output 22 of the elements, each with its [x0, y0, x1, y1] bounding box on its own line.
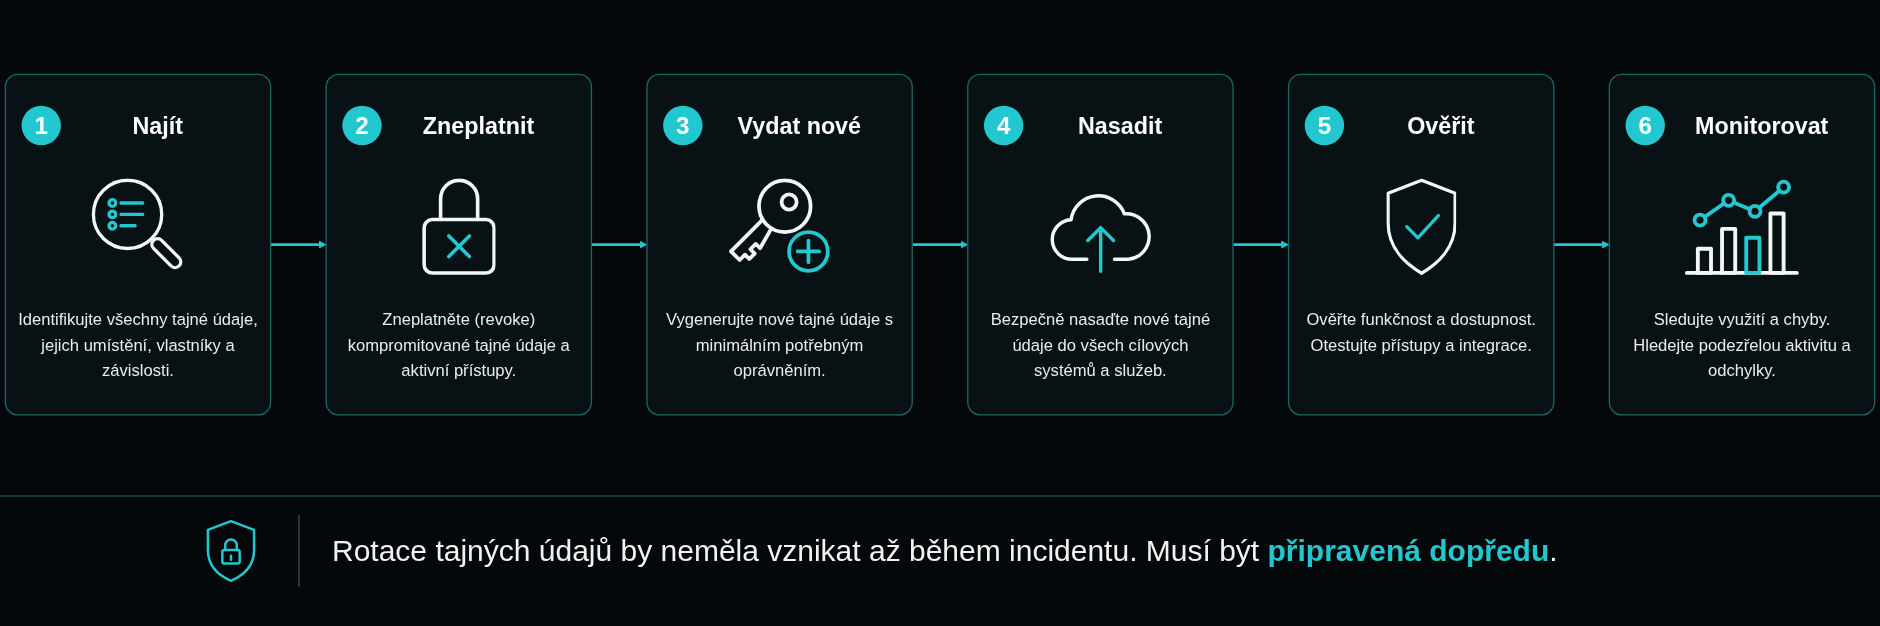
- step-description: Ověřte funkčnost a dostupnost. Otestujte přístupy a integrace.: [1305, 309, 1537, 357]
- arrow: [1233, 241, 1289, 249]
- step-title: Zneplatnit: [421, 111, 536, 141]
- step-title: Vydat nové: [736, 111, 863, 141]
- step-card: [1608, 74, 1876, 416]
- step-description: Bezpečně nasaďte nové tajné údaje do všech cílových systémů a služeb.: [989, 309, 1212, 383]
- step-title: Najít: [131, 111, 184, 141]
- arrow: [1553, 241, 1610, 249]
- step-description: Identifikujte všechny tajné údaje, jejich umístění, vlastníky a závislosti.: [17, 309, 259, 383]
- step-description: Vygenerujte nové tajné údaje s minimálním potřebným oprávněním.: [665, 309, 895, 383]
- step-title: Ověřit: [1406, 111, 1476, 141]
- step-card: [967, 74, 1234, 416]
- step-card: [4, 74, 272, 416]
- caption-text: Rotace tajných údajů by neměla vznikat až během incidentu. Musí být připravená dopředu.: [332, 533, 1558, 569]
- step-title: Nasadit: [1077, 111, 1164, 141]
- step-description: Sledujte využití a chyby. Hledejte podezřelou aktivitu a odchylky.: [1632, 309, 1852, 383]
- step-card: [325, 74, 593, 416]
- step-card: [1287, 74, 1555, 416]
- step-description: Zneplatněte (revoke) kompromitované tajné údaje a aktivní přístupy.: [346, 309, 571, 383]
- arrow: [270, 241, 327, 249]
- step-card: [646, 74, 913, 416]
- step-title: Monitorovat: [1694, 111, 1830, 141]
